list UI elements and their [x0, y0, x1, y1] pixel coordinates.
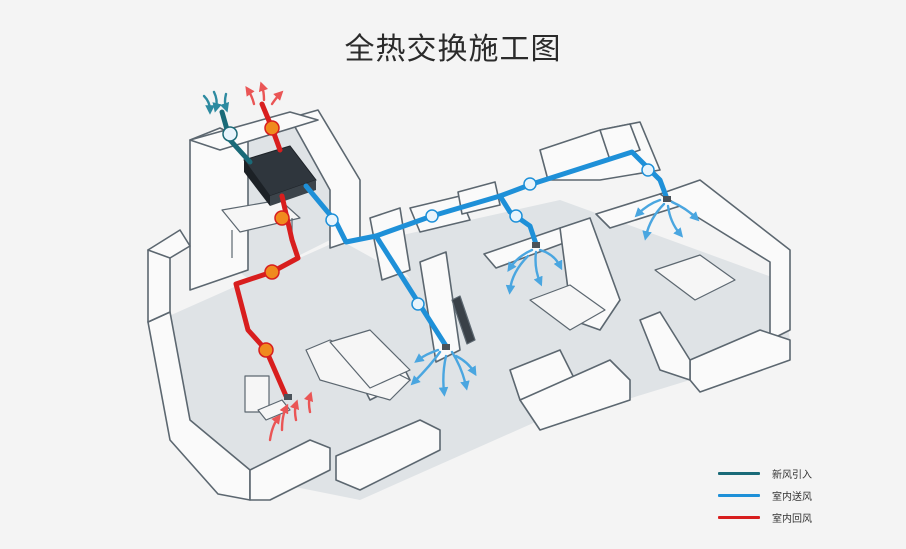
- legend-item-return-air: 室内回风: [718, 506, 812, 528]
- bedroom-1-bed: [529, 284, 606, 331]
- legend-swatch-fresh-air: [718, 471, 760, 475]
- legend-swatch-supply-air: [718, 493, 760, 497]
- bedroom-2-bed: [654, 254, 736, 301]
- dining-table: [221, 199, 301, 233]
- legend-item-fresh-air: 新风引入: [718, 462, 812, 484]
- living-room-bed: [329, 329, 411, 389]
- legend-label-fresh-air: 新风引入: [772, 469, 812, 481]
- duct-fittings: [222, 120, 655, 358]
- legend: 新风引入 室内送风 室内回风: [718, 462, 812, 528]
- airflow-arrows: [202, 81, 700, 442]
- diagram-title: 全热交换施工图: [344, 32, 562, 67]
- tv-panel: [451, 295, 476, 345]
- furniture: [221, 199, 736, 421]
- building-walls: [147, 109, 791, 501]
- legend-label-supply-air: 室内送风: [772, 491, 812, 503]
- legend-swatch-return-air: [718, 515, 760, 519]
- legend-item-supply-air: 室内送风: [718, 484, 812, 506]
- diffusers: [284, 196, 671, 400]
- legend-label-return-air: 室内回风: [772, 513, 812, 525]
